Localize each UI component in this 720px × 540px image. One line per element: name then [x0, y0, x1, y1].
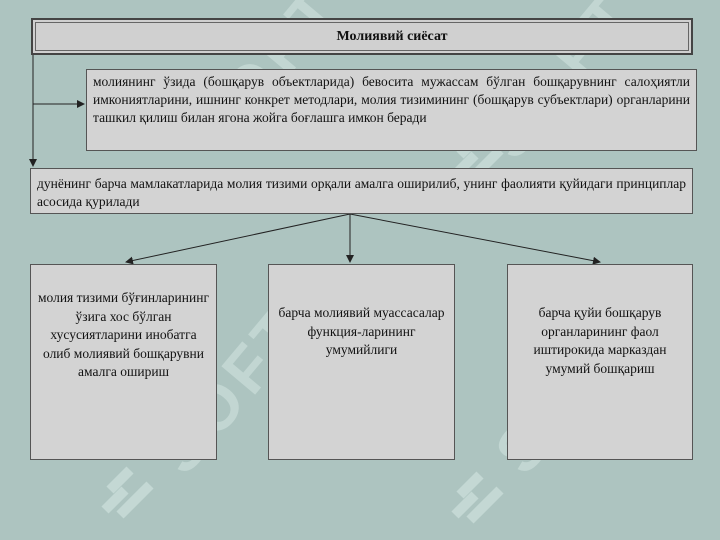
- title-box: Молиявий сиёсат: [31, 18, 693, 55]
- description-box: молиянинг ўзида (бошқарув объектларида) …: [86, 69, 697, 151]
- principle-item-1: молия тизими бўғинларининг ўзига хос бўл…: [30, 264, 217, 460]
- principle-item-2: барча молиявий муассасалар функция-ларин…: [268, 264, 455, 460]
- arrow-to-principle-1: [125, 213, 351, 265]
- principle-item-3: барча қуйи бошқарув органларининг фаол и…: [507, 264, 693, 460]
- diagram-title: Молиявий сиёсат: [336, 28, 448, 44]
- principle-box: дунёнинг барча мамлакатларида молия тизи…: [30, 168, 693, 214]
- arrow-to-principle-3: [349, 213, 601, 265]
